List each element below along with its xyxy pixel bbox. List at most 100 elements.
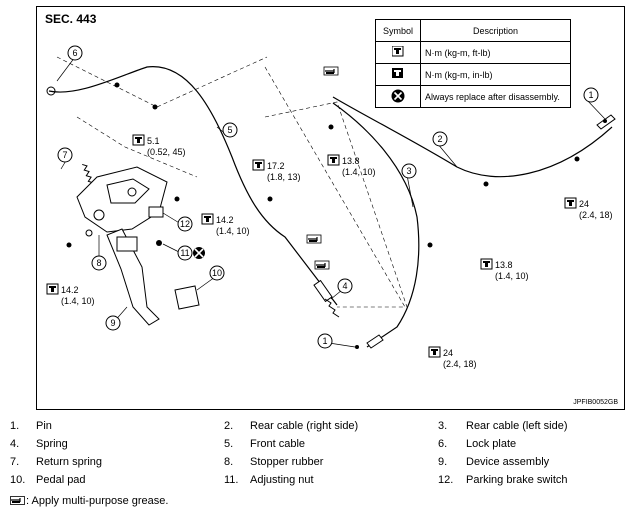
svg-text:7: 7 [62,150,67,160]
legend-number: 4. [10,438,20,450]
stopper-rubber [85,229,93,237]
svg-text:(1.4, 10): (1.4, 10) [495,271,529,281]
cable-end-left [366,334,384,349]
callout-circles [57,45,599,349]
legend-number: 1. [10,420,20,432]
rear-cable-right [332,96,613,178]
legend-number: 6. [438,438,448,450]
symbol-header: Symbol [375,19,421,42]
pedal-device-assembly [76,166,168,326]
legend-number: 11. [224,474,239,486]
replace-part-icon [193,247,205,259]
svg-text:12: 12 [180,219,190,229]
svg-text:(1.8, 13): (1.8, 13) [267,172,301,182]
svg-text:11: 11 [180,248,189,258]
parking-brake-exploded-diagram: 5.1 (0.52, 45) 17.2 (1.8, 13) 13.8 (1.4,… [46,45,616,369]
svg-text:5.1: 5.1 [147,136,160,146]
legend-row: 4. Spring 5. Front cable 6. Lock plate [10,438,622,456]
svg-text:14.2: 14.2 [216,215,234,225]
figure-id: JPFIB0052GB [573,399,618,406]
front-cable [48,66,338,306]
svg-text:(1.4, 10): (1.4, 10) [61,296,95,306]
legend-number: 9. [438,456,448,468]
svg-text:(2.4, 18): (2.4, 18) [443,359,477,369]
svg-text:24: 24 [579,199,589,209]
symbol-row: Always replace after disassembly. [375,85,571,108]
torque-wrench-icon [391,45,404,57]
torque-callout-1: 5.1 (0.52, 45) [132,134,186,157]
legend-text: Stopper rubber [250,456,324,468]
torque-callout-6: 24 (2.4, 18) [564,197,613,220]
legend-number: 7. [10,456,20,468]
legend-text: Device assembly [466,456,550,468]
legend-text: Pedal pad [36,474,86,486]
legend-number: 8. [224,456,234,468]
rear-cable-left [332,102,420,348]
grease-icon [314,260,330,270]
legend-text: Pin [36,420,52,432]
replace-part-icon [391,89,405,102]
legend-text: Rear cable (right side) [250,420,359,432]
symbol-table: Symbol Description N·m (kg-m, ft-lb) N·m… [375,19,571,108]
bolts [66,82,607,349]
grease-note: : Apply multi-purpose grease. [10,495,168,507]
section-label: SEC. 443 [45,12,97,26]
svg-text:2: 2 [437,134,442,144]
legend-number: 3. [438,420,448,432]
svg-text:3: 3 [406,166,411,176]
legend-row: 7. Return spring 8. Stopper rubber 9. De… [10,456,622,474]
svg-text:(1.4, 10): (1.4, 10) [342,167,376,177]
cable-equalizer [313,279,340,318]
torque-callout-5: 14.2 (1.4, 10) [46,283,95,306]
symbol-row: N·m (kg-m, in-lb) [375,63,571,86]
legend-text: Return spring [36,456,103,468]
dashed-guides [56,56,408,308]
torque-callout-2: 17.2 (1.8, 13) [252,159,301,182]
legend-text: Front cable [250,438,306,450]
torque-callout-7: 13.8 (1.4, 10) [480,258,529,281]
torque-callout-8: 24 (2.4, 18) [428,346,477,369]
svg-text:10: 10 [212,268,222,278]
svg-text:13.8: 13.8 [342,156,360,166]
torque-callout-4: 14.2 (1.4, 10) [201,213,250,236]
grease-icon [10,496,25,505]
svg-text:4: 4 [342,281,347,291]
symbol-description: N·m (kg-m, in-lb) [420,63,571,86]
legend-number: 5. [224,438,234,450]
legend-row: 10. Pedal pad 11. Adjusting nut 12. Park… [10,474,622,492]
parking-brake-switch [148,206,164,218]
grease-note-text: : Apply multi-purpose grease. [26,495,169,507]
callout-numbers: 1 2 3 4 5 6 7 8 9 10 11 12 1 [62,48,593,346]
diagram-frame: 5.1 (0.52, 45) 17.2 (1.8, 13) 13.8 (1.4,… [36,6,625,410]
pedal-pad [174,285,200,310]
svg-text:13.8: 13.8 [495,260,513,270]
svg-text:(1.4, 10): (1.4, 10) [216,226,250,236]
symbol-description: N·m (kg-m, ft-lb) [420,41,571,64]
description-header: Description [420,19,571,42]
svg-text:14.2: 14.2 [61,285,79,295]
legend-text: Parking brake switch [466,474,568,486]
adjusting-nut [156,240,162,246]
legend-number: 10. [10,474,26,486]
svg-text:8: 8 [96,258,101,268]
lock-plate-clip [46,86,56,96]
legend-text: Lock plate [466,438,517,450]
grease-icon [323,66,339,76]
svg-text:5: 5 [227,125,232,135]
parts-legend: 1. Pin 2. Rear cable (right side) 3. Rea… [10,420,622,492]
grease-icon [306,234,322,244]
legend-number: 2. [224,420,234,432]
svg-text:(2.4, 18): (2.4, 18) [579,210,613,220]
torque-wrench-small-icon [392,68,403,78]
legend-row: 1. Pin 2. Rear cable (right side) 3. Rea… [10,420,622,438]
legend-number: 12. [438,474,454,486]
svg-text:6: 6 [72,48,77,58]
symbol-description: Always replace after disassembly. [420,85,571,108]
svg-text:(0.52, 45): (0.52, 45) [147,147,186,157]
torque-callout-3: 13.8 (1.4, 10) [327,154,376,177]
svg-text:24: 24 [443,348,453,358]
legend-text: Rear cable (left side) [466,420,568,432]
legend-text: Spring [36,438,68,450]
svg-text:17.2: 17.2 [267,161,285,171]
svg-text:9: 9 [110,318,115,328]
